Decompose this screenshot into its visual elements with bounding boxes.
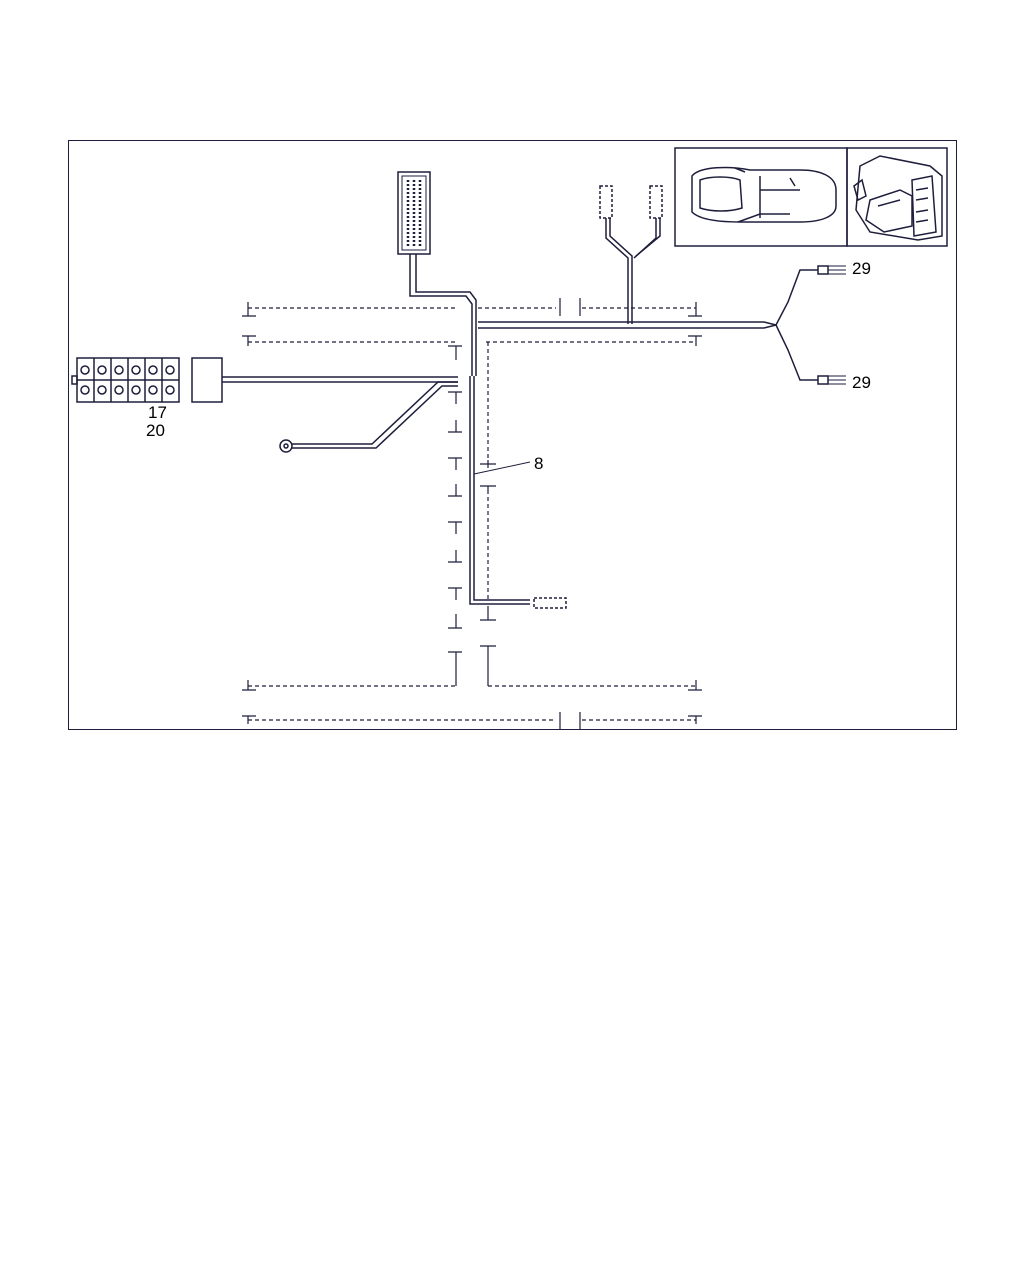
vehicle-location-inset-icon	[674, 147, 848, 247]
callout-29-lower: 29	[852, 373, 871, 392]
ring-terminal-icon	[279, 439, 293, 453]
fuse-relay-connector-block-icon	[71, 357, 180, 403]
small-connector-bottom-icon	[533, 597, 567, 609]
terminal-lower-icon	[817, 375, 846, 385]
callout-20: 20	[146, 421, 165, 440]
callout-17: 17	[148, 403, 167, 422]
multi-pin-connector-icon	[397, 171, 431, 255]
component-location-inset-icon	[846, 147, 948, 247]
connector-housing	[191, 357, 223, 403]
callout-8: 8	[534, 454, 544, 473]
callout-29-upper: 29	[852, 259, 871, 278]
terminal-upper-icon	[817, 265, 846, 275]
small-connector-pair-icon	[599, 185, 663, 219]
section-break-marks	[242, 298, 702, 730]
diagram-frame	[68, 140, 957, 730]
routing-lines	[248, 307, 696, 721]
